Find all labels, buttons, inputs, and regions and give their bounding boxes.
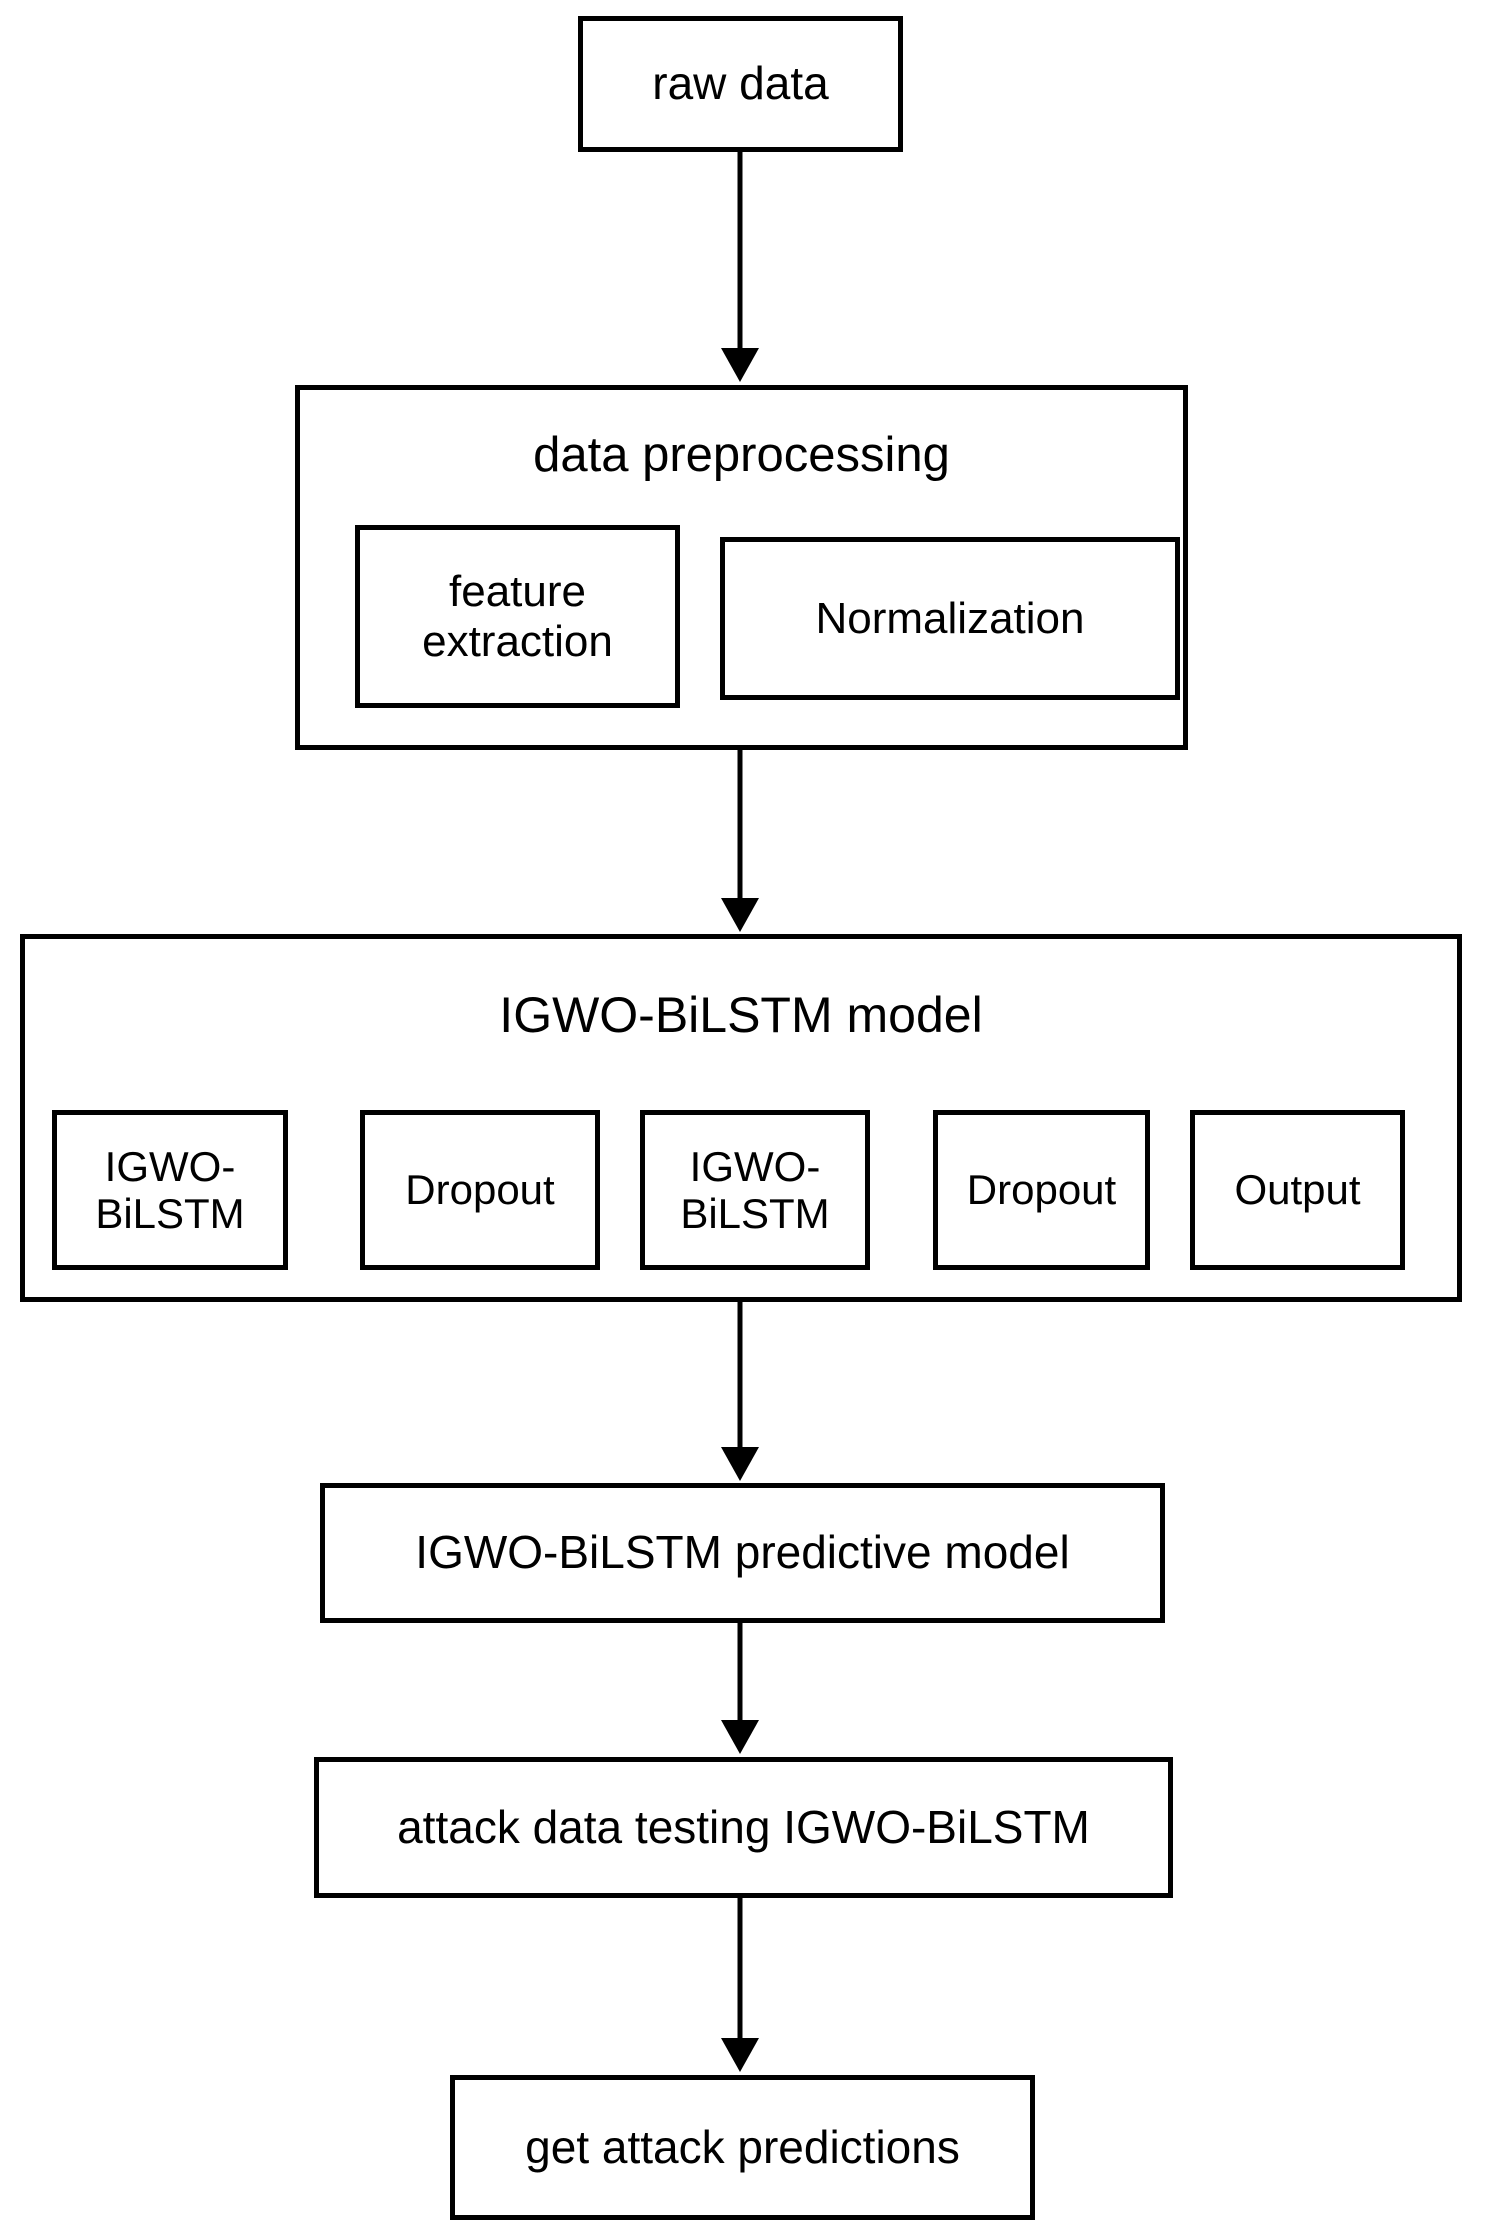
node-model-layer-dropout-1: Dropout bbox=[360, 1110, 600, 1270]
arrow-line bbox=[737, 152, 743, 350]
node-model-layer-label: Dropout bbox=[966, 1166, 1117, 1214]
arrow-head bbox=[721, 1447, 759, 1481]
node-data-preprocessing: data preprocessing feature extraction No… bbox=[295, 385, 1188, 750]
node-data-preprocessing-title: data preprocessing bbox=[533, 428, 950, 482]
node-raw-data-label: raw data bbox=[652, 57, 829, 110]
arrow-head bbox=[721, 1720, 759, 1754]
node-feature-extraction: feature extraction bbox=[355, 525, 680, 708]
node-model-layer-label: IGWO- BiLSTM bbox=[680, 1142, 830, 1237]
node-model-layer-label: Dropout bbox=[405, 1166, 555, 1214]
node-igwo-bilstm-model: IGWO-BiLSTM model IGWO- BiLSTM Dropout I… bbox=[20, 934, 1462, 1302]
node-normalization-label: Normalization bbox=[815, 593, 1085, 643]
arrow-head bbox=[721, 348, 759, 382]
arrow-line bbox=[737, 1623, 743, 1722]
node-model-layer-igwo-bilstm-2: IGWO- BiLSTM bbox=[640, 1110, 870, 1270]
node-get-attack-predictions: get attack predictions bbox=[450, 2075, 1035, 2220]
node-attack-data-testing: attack data testing IGWO-BiLSTM bbox=[314, 1757, 1173, 1898]
node-model-layer-output: Output bbox=[1190, 1110, 1405, 1270]
node-model-layer-label: IGWO- BiLSTM bbox=[95, 1142, 245, 1237]
node-igwo-bilstm-predictive-model: IGWO-BiLSTM predictive model bbox=[320, 1483, 1165, 1623]
arrow-line bbox=[737, 750, 743, 900]
node-model-layer-label: Output bbox=[1234, 1166, 1361, 1214]
node-igwo-bilstm-model-title: IGWO-BiLSTM model bbox=[499, 987, 983, 1043]
node-attack-data-testing-label: attack data testing IGWO-BiLSTM bbox=[397, 1800, 1090, 1853]
arrow-head bbox=[721, 2038, 759, 2072]
node-get-attack-predictions-label: get attack predictions bbox=[525, 2120, 960, 2173]
node-model-layer-dropout-2: Dropout bbox=[933, 1110, 1150, 1270]
node-normalization: Normalization bbox=[720, 537, 1180, 700]
node-model-layer-igwo-bilstm-1: IGWO- BiLSTM bbox=[52, 1110, 288, 1270]
arrow-line bbox=[737, 1898, 743, 2040]
arrow-head bbox=[721, 898, 759, 932]
node-feature-extraction-label: feature extraction bbox=[422, 567, 613, 666]
arrow-line bbox=[737, 1302, 743, 1449]
node-raw-data: raw data bbox=[578, 16, 903, 152]
node-igwo-bilstm-predictive-model-label: IGWO-BiLSTM predictive model bbox=[415, 1526, 1070, 1579]
